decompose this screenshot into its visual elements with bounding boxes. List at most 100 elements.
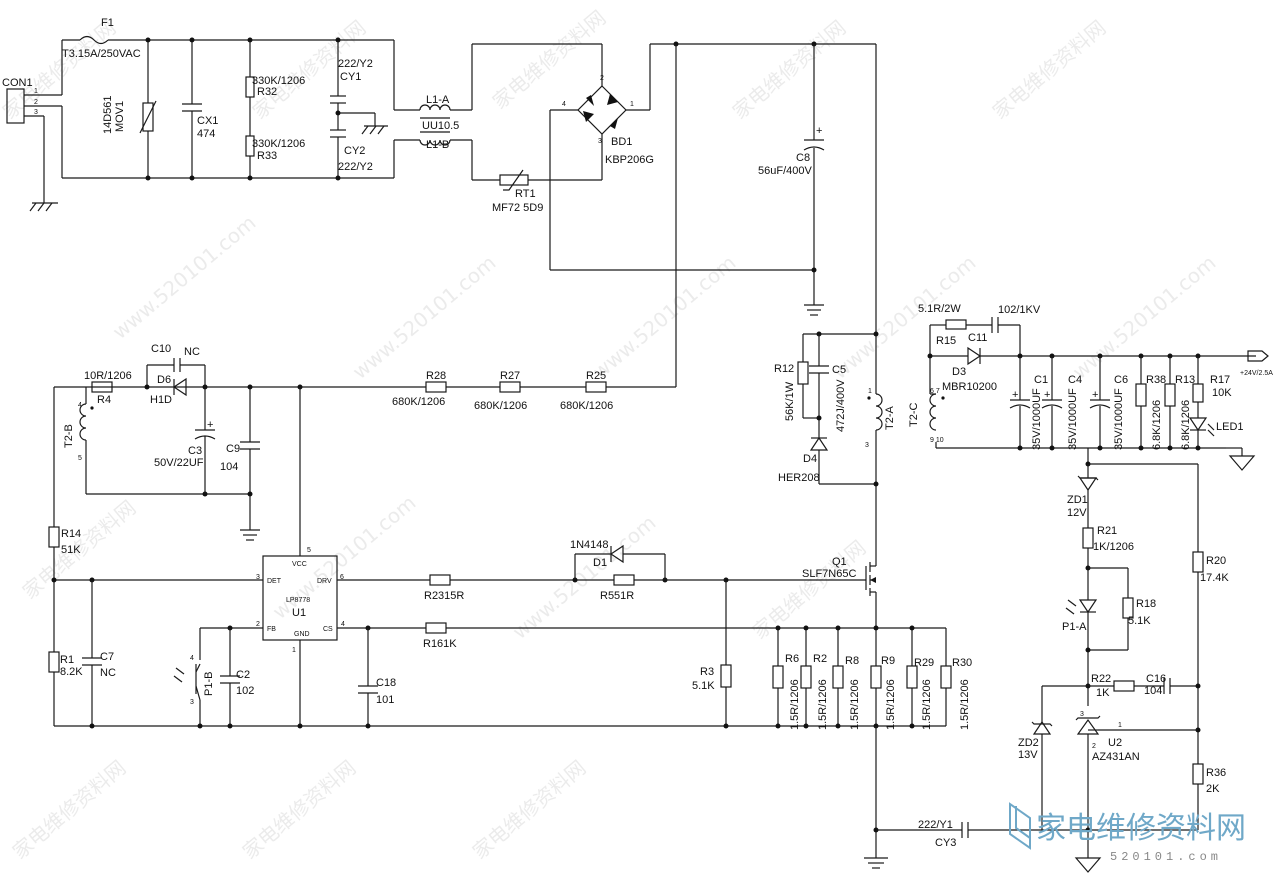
capacitor-cy1: 222/Y2 CY1	[330, 40, 373, 104]
zener-zd2: ZD2 13V	[1018, 686, 1053, 761]
watermark-text: www.520101.com	[108, 210, 261, 343]
capacitor-value: 56uF/400V	[758, 165, 812, 177]
resistor-ref: R30	[952, 657, 972, 669]
winding-ref: T2-C	[908, 403, 920, 428]
resistor-value: 680K/1206	[560, 400, 613, 412]
varistor-ref: MOV1	[114, 101, 126, 132]
resistor-r2: R2 1.5R/1206	[800, 628, 829, 730]
resistor-ref: R9	[881, 655, 895, 667]
capacitor-ref: C3	[188, 445, 202, 457]
watermark-text: 家电维修资料网	[488, 5, 611, 113]
capacitor-value: 222/Y2	[338, 58, 373, 70]
resistor-r29: R29 1.5R/1206	[906, 628, 934, 730]
bridge-ref: BD1	[611, 136, 632, 148]
capacitor-value: 102/1KV	[998, 304, 1041, 316]
resistor-value: 1.5R/1206	[789, 679, 801, 730]
ground-symbol	[1228, 455, 1256, 471]
watermark-text: www.520101.com	[828, 250, 981, 383]
winding-ref: T2-B	[63, 424, 75, 448]
pin-number: 1	[292, 647, 296, 654]
shunt-regulator-u2: 3 1 2 U2 AZ431AN	[1075, 711, 1140, 763]
capacitor-ref: C10	[151, 343, 171, 355]
capacitor-ref: C2	[236, 669, 250, 681]
resistor-r5: R551R	[600, 574, 635, 602]
resistor-value: 1.5R/1206	[959, 679, 971, 730]
capacitor-value: NC	[184, 346, 200, 358]
resistor-value: 1.5R/1206	[885, 679, 897, 730]
optocoupler-ref: P1-B	[203, 672, 215, 696]
polarity-plus: +	[1044, 389, 1050, 401]
capacitor-ref: CY2	[344, 145, 365, 157]
capacitor-c10: C10 NC	[151, 343, 200, 372]
diode-ref: D4	[803, 453, 817, 465]
capacitor-value: 35V/1000UF	[1031, 388, 1043, 450]
mosfet-q1: Q1 SLF7N65C	[802, 556, 876, 596]
capacitor-value: 101	[376, 694, 394, 706]
resistor-ref: R21	[1097, 525, 1117, 537]
resistor-value: 5.1K	[1128, 615, 1151, 627]
pin-number: 4	[562, 101, 566, 108]
pin-number: 1	[34, 88, 38, 95]
resistor-value: 1.5R/1206	[849, 679, 861, 730]
resistor-r8: R8 1.5R/1206	[832, 628, 861, 730]
fuse-f1: F1 T3.15A/250VAC	[62, 17, 141, 60]
capacitor-value: 35V/1000UF	[1113, 388, 1125, 450]
resistor-r21: R21 1K/1206	[1082, 525, 1134, 553]
pin-number: 3	[256, 574, 260, 581]
ic-part: LP8778	[286, 597, 310, 604]
optocoupler-led-p1a: P1-A	[1062, 599, 1098, 633]
bridge-rectifier-bd1: 2 1 3 4 BD1 KBP206G	[562, 75, 654, 166]
inductor-l1: L1-A UU10.5 L1-B	[419, 94, 459, 151]
watermark-text: 家电维修资料网	[728, 15, 851, 123]
resistor-ref: R28	[426, 370, 446, 382]
fuse-value: T3.15A/250VAC	[62, 48, 141, 60]
capacitor-ref: C6	[1114, 374, 1128, 386]
resistor-r23: R2315R	[424, 574, 464, 602]
resistor-ref: R2	[813, 653, 827, 665]
resistor-r15: 5.1R/2W R15	[918, 303, 967, 347]
transformer-winding-t2a: 1 3 T2-A	[865, 388, 896, 449]
pin-number: 4	[190, 655, 194, 662]
pin-number: 9 10	[930, 437, 944, 444]
capacitor-ref: C1	[1034, 374, 1048, 386]
pin-number: 2	[600, 75, 604, 82]
ground-symbol	[864, 857, 888, 869]
capacitor-c5: C5 472J/400V	[809, 364, 847, 432]
ic-ref: U1	[292, 607, 306, 619]
capacitor-c2: C2 102	[220, 628, 254, 726]
resistor-value: 51K	[61, 544, 81, 556]
capacitor-ref: C5	[832, 364, 846, 376]
resistor-r4: 10R/1206 R4	[84, 370, 132, 406]
capacitor-value: 104	[1144, 685, 1162, 697]
resistor-value: 5.1R/2W	[918, 303, 961, 315]
capacitor-c1: + C1 35V/1000UF	[1009, 356, 1048, 450]
watermark-text: 家电维修资料网	[238, 755, 361, 863]
watermark-text: 家电维修资料网	[988, 15, 1111, 123]
resistor-ref: R1	[60, 654, 74, 666]
thermistor-ref: RT1	[515, 188, 536, 200]
capacitor-cy2: CY2 222/Y2	[330, 129, 373, 173]
capacitor-value: 102	[236, 685, 254, 697]
capacitor-c3: + C3 50V/22UF	[154, 387, 216, 494]
varistor-mov1: MOV1 14D561	[102, 40, 157, 178]
pin-number: 5	[307, 547, 311, 554]
polarity-plus: +	[816, 125, 822, 137]
logo-url: 520101.com	[1110, 850, 1222, 864]
connector-label: CON1	[2, 77, 33, 89]
capacitor-ref: C16	[1146, 673, 1166, 685]
capacitor-c18: C18 101	[358, 628, 396, 726]
transformer-winding-t2b: 4 5 T2-B	[63, 402, 94, 462]
capacitor-value: 50V/22UF	[154, 457, 204, 469]
resistor-r9: R9 1.5R/1206	[870, 628, 897, 730]
resistor-r14: R14 51K	[48, 526, 81, 556]
resistor-ref: R29	[914, 657, 934, 669]
capacitor-c7: C7 NC	[82, 580, 116, 726]
resistor-value: 10R/1206	[84, 370, 132, 382]
pin-label: GND	[294, 631, 310, 638]
capacitor-value: 222/Y1	[918, 819, 953, 831]
inductor-ref: L1-A	[426, 94, 450, 106]
zener-zd1: ZD1 12V	[1067, 464, 1099, 519]
mosfet-ref: Q1	[832, 556, 847, 568]
resistor-r32: 330K/1206 R32	[245, 40, 305, 98]
